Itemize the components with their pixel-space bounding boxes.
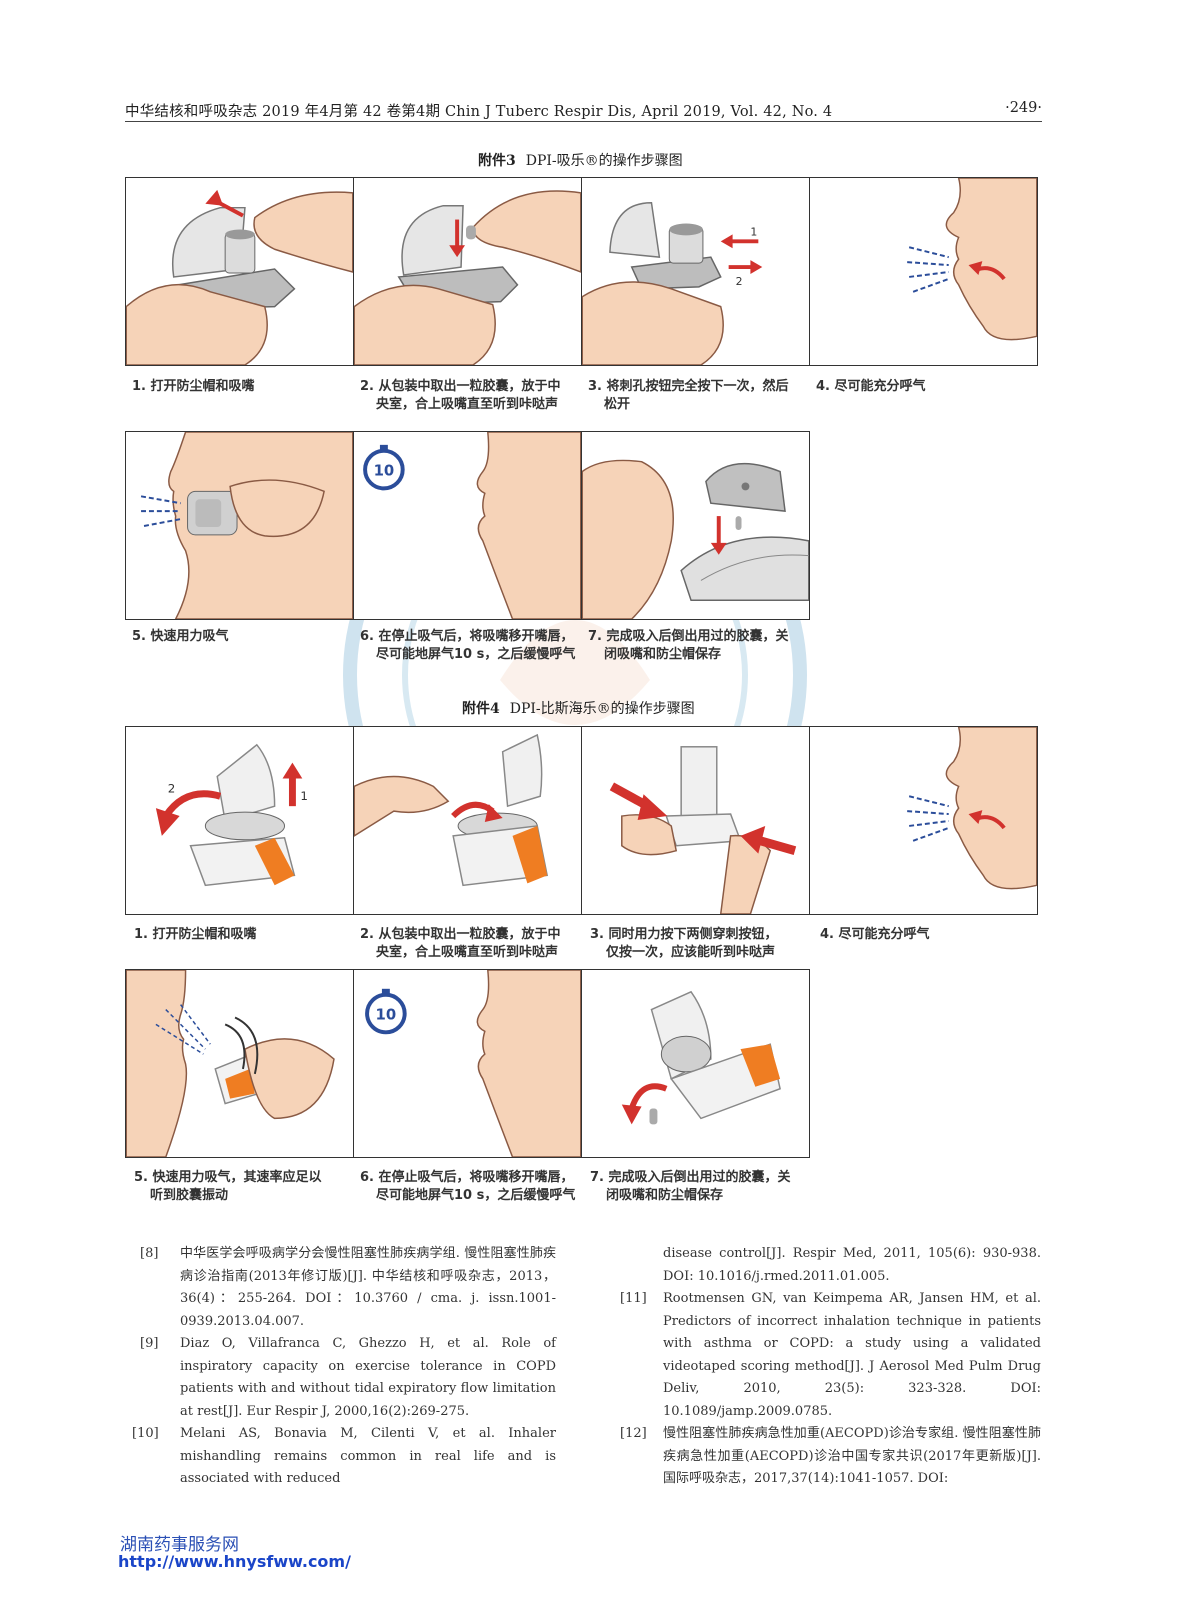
references-right-column: [11]Rootmensen GN, van Keimpema AR, Jans… — [620, 1288, 1041, 1491]
fig4-panel-4 — [809, 726, 1038, 915]
fig4-caption-1: 1. 打开防尘帽和吸嘴 — [134, 927, 257, 942]
arrow-number-1: 1 — [750, 225, 757, 238]
reference-12: [12]慢性阻塞性肺疾病急性加重(AECOPD)诊治专家组. 慢性阻塞性肺疾病急… — [620, 1426, 1041, 1486]
fig4-panel-1: 2 1 — [125, 726, 354, 915]
fig4-caption-5: 5. 快速用力吸气，其速率应足以听到胶囊振动 — [134, 1170, 322, 1203]
fig4-caption-3: 3. 同时用力按下两侧穿刺按钮，仅按一次，应该能听到咔哒声 — [590, 927, 778, 960]
fig3-caption-4: 4. 尽可能充分呼气 — [816, 379, 926, 394]
fig3-caption-3: 3. 将刺孔按钮完全按下一次，然后松开 — [588, 379, 789, 412]
fig4-caption-4: 4. 尽可能充分呼气 — [820, 927, 930, 942]
fig3-caption-2: 2. 从包装中取出一粒胶囊，放于中央室，合上吸嘴直至听到咔哒声 — [360, 379, 561, 412]
fig3-panel-3: 1 2 — [581, 177, 810, 366]
reference-8: [8]中华医学会呼吸病学分会慢性阻塞性肺疾病学组. 慢性阻塞性肺疾病诊治指南(2… — [140, 1246, 556, 1329]
fig4-panel-2 — [353, 726, 582, 915]
fig3-panel-4 — [809, 177, 1038, 366]
reference-9: [9]Diaz O, Villafranca C, Ghezzo H, et a… — [140, 1336, 556, 1419]
figure3-title: 附件3 DPI-吸乐®的操作步骤图 — [478, 150, 683, 170]
fig4-caption-6: 6. 在停止吸气后，将吸嘴移开嘴唇，尽可能地屏气10 s，之后缓慢呼气 — [360, 1170, 576, 1203]
reference-10: [10]Melani AS, Bonavia M, Cilenti V, et … — [132, 1426, 556, 1486]
fig3-caption-5: 5. 快速用力吸气 — [132, 629, 229, 644]
figure4-name: DPI-比斯海乐®的操作步骤图 — [509, 701, 695, 717]
fig4-panel-6: 10 — [353, 969, 582, 1158]
figure4-title: 附件4 DPI-比斯海乐®的操作步骤图 — [462, 698, 695, 718]
footer-site-name: 湖南药事服务网 — [120, 1535, 239, 1555]
fig4-caption-2: 2. 从包装中取出一粒胶囊，放于中央室，合上吸嘴直至听到咔哒声 — [360, 927, 561, 960]
arrow-number-1: 1 — [300, 789, 308, 803]
fig4-panel-3 — [581, 726, 810, 915]
fig4-panel-7 — [581, 969, 810, 1158]
arrow-number-2: 2 — [736, 275, 743, 288]
fig3-panel-5 — [125, 431, 354, 620]
fig3-panel-2 — [353, 177, 582, 366]
fig3-caption-7: 7. 完成吸入后倒出用过的胶囊，关闭吸嘴和防尘帽保存 — [588, 629, 789, 662]
figure3-name: DPI-吸乐®的操作步骤图 — [525, 153, 683, 169]
fig4-panel-5 — [125, 969, 354, 1158]
arrow-number-2: 2 — [168, 781, 176, 795]
fig3-caption-6: 6. 在停止吸气后，将吸嘴移开嘴唇，尽可能地屏气10 s，之后缓慢呼气 — [360, 629, 576, 662]
header-rule — [125, 121, 1042, 122]
references-left-column: [8]中华医学会呼吸病学分会慢性阻塞性肺疾病学组. 慢性阻塞性肺疾病诊治指南(2… — [132, 1243, 556, 1491]
timer-10: 10 — [376, 1006, 397, 1023]
fig4-caption-7: 7. 完成吸入后倒出用过的胶囊，关闭吸嘴和防尘帽保存 — [590, 1170, 791, 1203]
timer-10: 10 — [374, 463, 395, 480]
figure4-label: 附件4 — [462, 701, 500, 717]
fig3-panel-6: 10 — [353, 431, 582, 620]
reference-10-continuation: disease control[J]. Respir Med, 2011, 10… — [663, 1246, 1041, 1284]
reference-11: [11]Rootmensen GN, van Keimpema AR, Jans… — [620, 1291, 1041, 1419]
footer-site-url[interactable]: http://www.hnysfww.com/ — [118, 1552, 351, 1571]
fig3-panel-1 — [125, 177, 354, 366]
page-number: ·249· — [1005, 100, 1042, 116]
fig3-caption-1: 1. 打开防尘帽和吸嘴 — [132, 379, 255, 394]
figure3-label: 附件3 — [478, 153, 516, 169]
fig3-panel-7 — [581, 431, 810, 620]
journal-header: 中华结核和呼吸杂志 2019 年4月第 42 卷第4期 Chin J Tuber… — [125, 104, 833, 120]
